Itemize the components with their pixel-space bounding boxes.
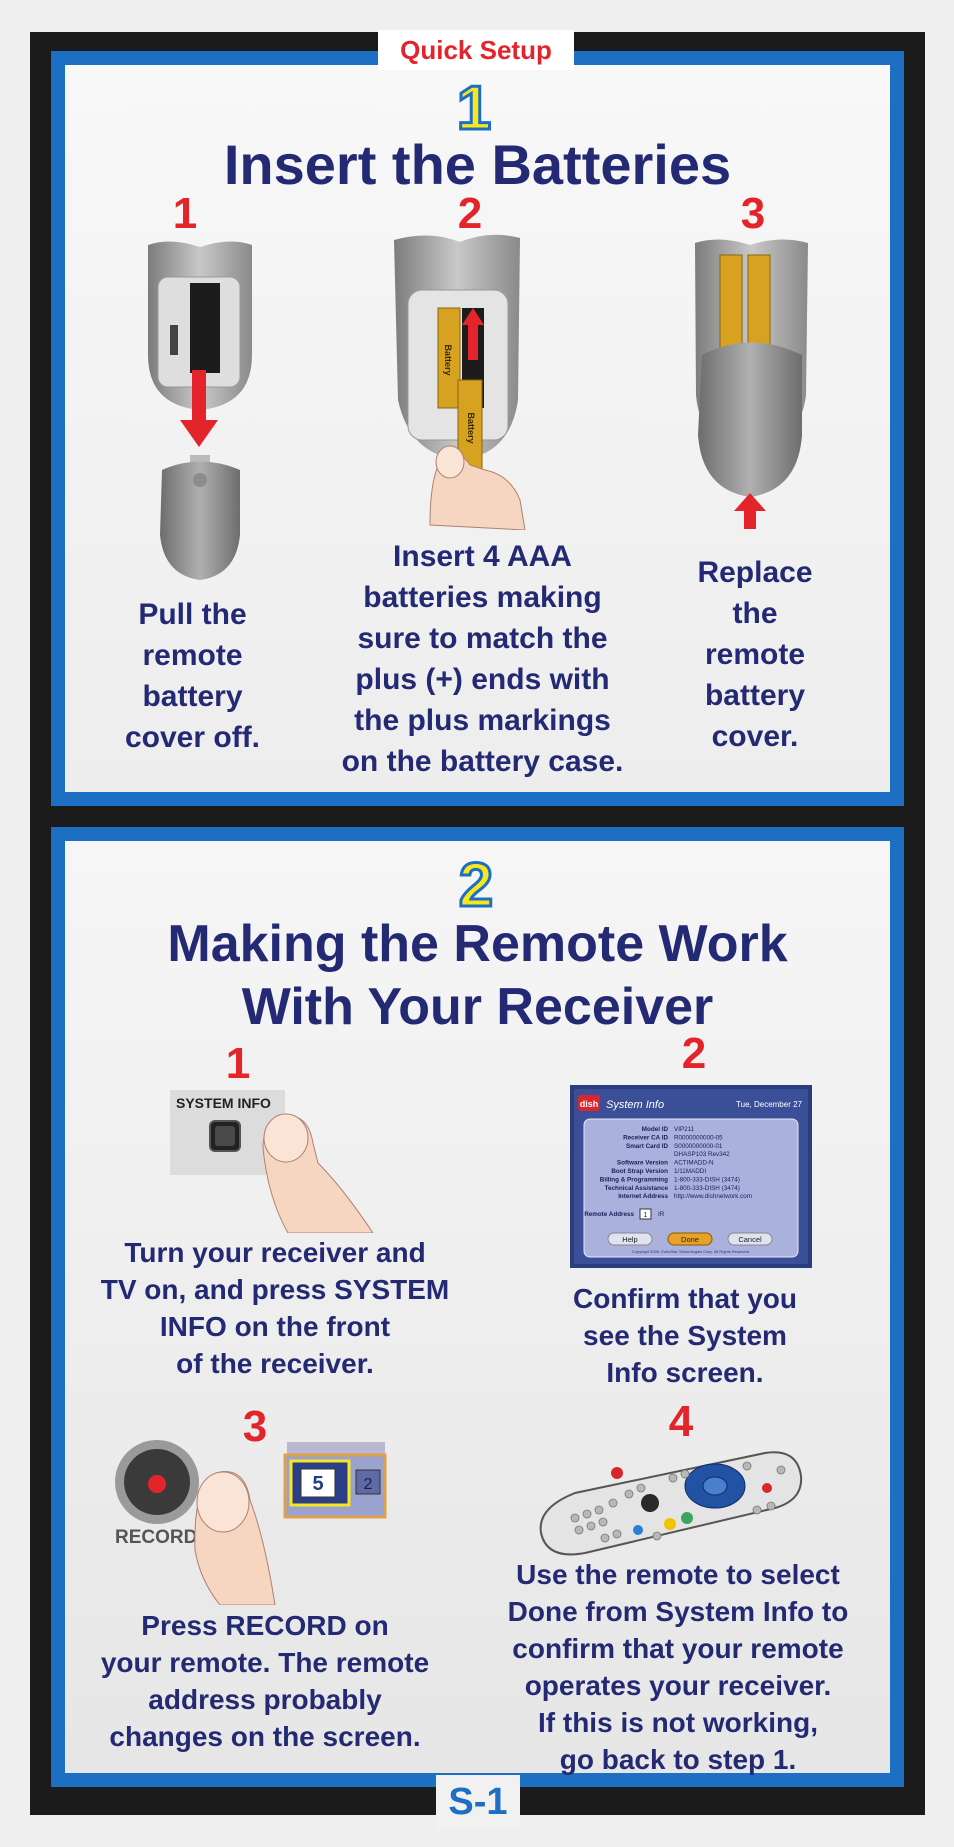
system-info-date: Tue, December 27 — [736, 1100, 803, 1109]
system-info-row-value: ACTIMADD-N — [674, 1160, 714, 1167]
section-2-background — [65, 841, 890, 1773]
battery-step-3-number: 3 — [740, 189, 766, 238]
screen-cancel-button: Cancel — [738, 1235, 762, 1244]
screen-copyright: Copyright 2005, EchoStar Technologies Co… — [632, 1249, 750, 1254]
system-info-row-label: Technical Assistance — [605, 1185, 669, 1192]
receiver-step-2-caption: Confirm that you see the System Info scr… — [573, 1283, 797, 1388]
receiver-step-1-number: 1 — [225, 1039, 251, 1088]
section-1-number: 1 — [455, 74, 492, 143]
system-info-button-illustration: SYSTEM INFO — [170, 1090, 374, 1233]
receiver-step-4-number: 4 — [668, 1397, 694, 1446]
system-info-row-value: VIP211 — [674, 1126, 695, 1133]
system-info-screen: dish System Info Tue, December 27 Model … — [570, 1085, 812, 1268]
receiver-step-2-number: 2 — [681, 1029, 707, 1078]
system-info-row-value: 1/11MADDI — [674, 1168, 706, 1175]
battery-label-2: Battery — [466, 412, 476, 443]
system-info-row-value: S0000000000-01 — [674, 1143, 723, 1150]
section-2-title-line-2: With Your Receiver — [241, 978, 714, 1036]
remote-address-label: Remote Address — [584, 1211, 634, 1218]
system-info-row-label: Model ID — [642, 1126, 669, 1133]
battery-step-1-caption: Pull the remote battery cover off. — [124, 598, 261, 754]
remote-control-illustration — [539, 1451, 803, 1556]
receiver-step-3-number: 3 — [242, 1402, 268, 1451]
battery-step-3-caption: Replace the remote battery cover. — [697, 556, 813, 753]
record-button-label: RECORD — [115, 1527, 197, 1548]
remote-address-display: 5 — [312, 1473, 323, 1495]
quick-setup-label: Quick Setup — [378, 30, 574, 70]
system-info-row-value: http://www.dishnetwork.com — [674, 1193, 752, 1200]
system-info-row-label: Software Version — [617, 1160, 668, 1167]
system-info-screen-title: System Info — [606, 1099, 664, 1111]
section-2-number: 2 — [457, 851, 494, 920]
remove-cover-illustration — [148, 241, 252, 580]
screen-done-button: Done — [681, 1235, 699, 1244]
system-info-row-value: R0000000000-05 — [674, 1134, 723, 1141]
record-button-illustration: RECORD 5 2 — [115, 1440, 387, 1605]
system-info-row-label: Internet Address — [618, 1193, 668, 1200]
system-info-row-value: 1-800-333-DISH (3474) — [674, 1176, 740, 1183]
system-info-row-label: Billing & Programming — [600, 1176, 668, 1183]
section-2-title-line-1: Making the Remote Work — [167, 915, 788, 973]
system-info-button-label: SYSTEM INFO — [176, 1095, 271, 1111]
battery-step-2-number: 2 — [457, 189, 483, 238]
section-remote-setup — [51, 827, 904, 1787]
receiver-step-3-caption: Press RECORD on your remote. The remote … — [100, 1610, 430, 1752]
page-number-label: S-1 — [436, 1775, 520, 1829]
system-info-row-label: Boot Strap Version — [611, 1168, 668, 1175]
section-1-title: Insert the Batteries — [223, 133, 732, 196]
system-info-row-value: 1-800-333-DISH (3474) — [674, 1185, 740, 1192]
remote-address-type: IR — [658, 1211, 665, 1218]
dish-logo: dish — [580, 1099, 599, 1109]
battery-label-1: Battery — [443, 344, 453, 375]
receiver-step-1-caption: Turn your receiver and TV on, and press … — [100, 1237, 450, 1379]
insert-batteries-illustration: Battery Battery — [394, 234, 526, 530]
system-info-row-label: Smart Card ID — [626, 1143, 668, 1150]
screen-help-button: Help — [622, 1235, 637, 1244]
system-info-row-label: Receiver CA ID — [623, 1134, 668, 1141]
tv-input-number: 2 — [364, 1476, 373, 1493]
replace-cover-illustration — [695, 239, 808, 529]
battery-step-2-caption: Insert 4 AAA batteries making sure to ma… — [341, 540, 624, 778]
system-info-row-value: DHASP103 Rev342 — [674, 1151, 730, 1158]
receiver-step-4-caption: Use the remote to select Done from Syste… — [507, 1559, 849, 1775]
remote-address-value: 1 — [644, 1212, 648, 1219]
battery-step-1-number: 1 — [172, 189, 198, 238]
